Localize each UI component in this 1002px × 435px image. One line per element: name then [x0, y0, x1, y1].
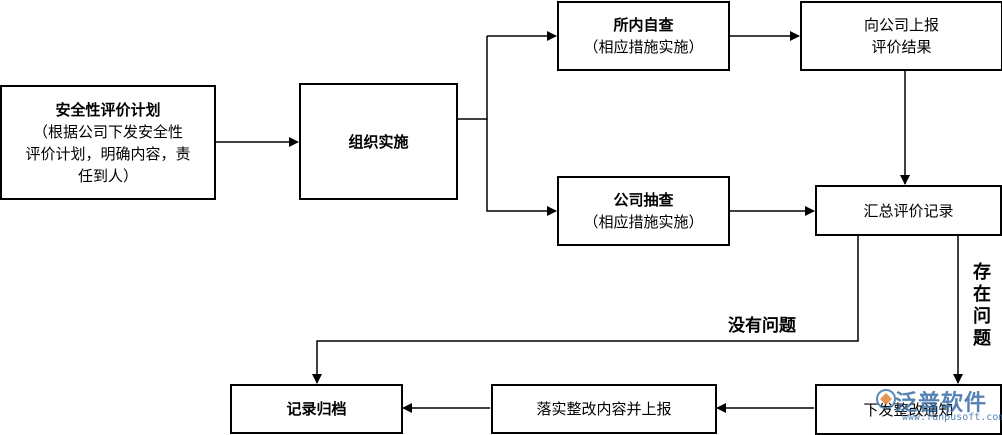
node-report-up-line-2: 评价结果 [871, 38, 932, 56]
arrow-to-company-check [486, 119, 557, 216]
node-archive: 记录归档 [230, 384, 403, 434]
node-notice: 下发整改通知 [815, 384, 1002, 435]
node-summary: 汇总评价记录 [815, 185, 1002, 236]
node-report-up-line-1: 向公司上报 [863, 16, 939, 34]
node-notice-label: 下发整改通知 [863, 400, 954, 419]
node-report-up: 向公司上报 评价结果 [800, 1, 1002, 71]
node-self-check-sub: （相应措施实施） [583, 38, 704, 56]
node-plan: 安全性评价计划 （根据公司下发安全性 评价计划，明确内容，责 任到人） [0, 85, 216, 200]
arrow-split-line [458, 36, 488, 120]
node-archive-title: 记录归档 [286, 400, 347, 418]
label-no-problem: 没有问题 [728, 316, 796, 336]
node-company-check-title: 公司抽查 [613, 191, 674, 209]
node-implement: 落实整改内容并上报 [491, 384, 717, 434]
label-has-problem: 存在问题 [973, 262, 991, 349]
watermark-logo-icon [876, 389, 896, 409]
node-organize-title: 组织实施 [348, 132, 409, 151]
node-self-check: 所内自查 （相应措施实施） [557, 1, 730, 71]
node-company-check-sub: （相应措施实施） [583, 213, 704, 231]
node-company-check: 公司抽查 （相应措施实施） [557, 176, 730, 246]
watermark-url: www.fanpusoft.com [902, 412, 1002, 423]
node-implement-label: 落实整改内容并上报 [536, 400, 672, 418]
arrow-no-problem [312, 236, 859, 384]
node-plan-line-3: 任到人） [77, 166, 138, 185]
node-organize: 组织实施 [299, 83, 458, 200]
node-plan-line-2: 评价计划，明确内容，责 [25, 144, 191, 163]
node-plan-line-1: （根据公司下发安全性 [32, 122, 183, 141]
node-summary-label: 汇总评价记录 [863, 201, 954, 220]
node-self-check-title: 所内自查 [613, 16, 674, 34]
watermark-text: 泛普软件 [895, 391, 988, 416]
node-plan-title: 安全性评价计划 [55, 100, 161, 119]
